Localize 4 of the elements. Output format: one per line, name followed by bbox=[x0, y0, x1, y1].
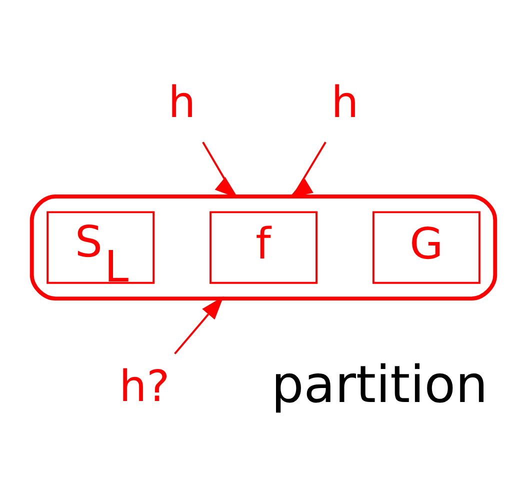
node-text: h? bbox=[119, 361, 170, 412]
node-text: h bbox=[168, 78, 196, 128]
label: partition bbox=[271, 356, 488, 415]
node-text: h bbox=[331, 78, 359, 128]
